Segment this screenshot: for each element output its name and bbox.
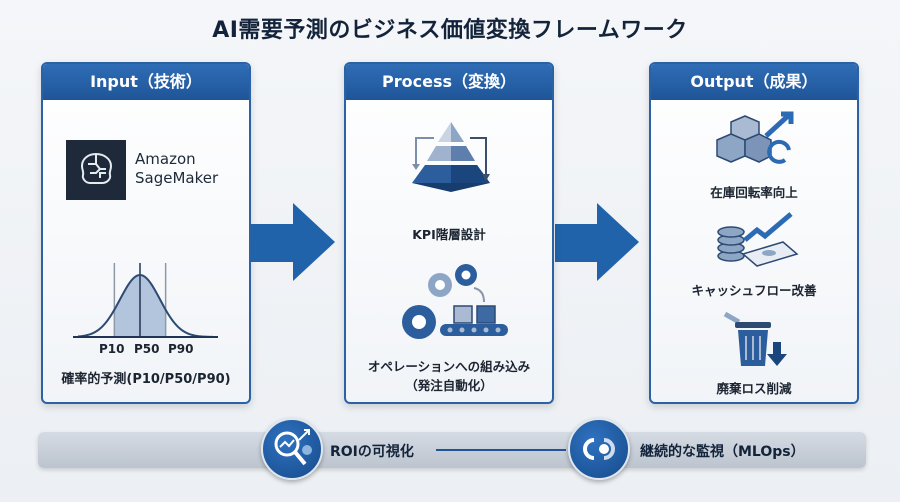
process-header: Process（変換） xyxy=(346,64,552,100)
roi-label: ROIの可視化 xyxy=(330,444,414,460)
inventory-turnover-icon xyxy=(716,111,794,164)
process-panel: Process（変換） KPI階層設計 オペレーションへの組み込み （発注自動化… xyxy=(344,62,554,404)
roi-magnifier-icon xyxy=(274,429,312,466)
arrow-right-icon xyxy=(555,203,639,281)
output-panel: Output（成果） 在庫回転率向上 キャッシュフロー改善 廃棄ロス削減 xyxy=(649,62,859,404)
tick-p10: P10 xyxy=(99,342,125,356)
logo-text-amazon: Amazon xyxy=(135,150,196,168)
logo-text-sagemaker: SageMaker xyxy=(135,169,219,187)
gears-conveyor-icon xyxy=(402,264,508,339)
tick-p50: P50 xyxy=(134,342,160,356)
input-header: Input（技術） xyxy=(43,64,249,100)
mlops-loop-icon xyxy=(583,438,615,460)
cashflow-label: キャッシュフロー改善 xyxy=(691,283,817,298)
inventory-label: 在庫回転率向上 xyxy=(710,185,798,200)
roi-circle xyxy=(261,418,323,480)
page-title: AI需要予測のビジネス価値変換フレームワーク xyxy=(212,18,688,43)
waste-label: 廃棄ロス削減 xyxy=(716,381,792,396)
sagemaker-logo-icon xyxy=(66,140,126,200)
operation-sublabel: （発注自動化） xyxy=(405,378,493,393)
kpi-label: KPI階層設計 xyxy=(412,227,486,242)
mlops-circle xyxy=(568,418,630,480)
output-header: Output（成果） xyxy=(651,64,857,100)
connector-line xyxy=(436,449,566,451)
input-panel: Input（技術） Amazon SageMaker P10 P50 P90 確… xyxy=(41,62,251,404)
cashflow-icon xyxy=(717,212,799,267)
distribution-curve xyxy=(77,273,214,338)
input-caption: 確率的予測(P10/P50/P90) xyxy=(61,372,231,387)
kpi-pyramid-icon xyxy=(412,122,490,192)
trash-reduce-icon xyxy=(723,311,787,366)
arrow-right-icon xyxy=(251,203,335,281)
operation-label: オペレーションへの組み込み xyxy=(367,359,531,374)
mlops-label: 継続的な監視（MLOps） xyxy=(640,444,805,460)
distribution-chart xyxy=(73,263,218,338)
tick-p90: P90 xyxy=(168,342,194,356)
